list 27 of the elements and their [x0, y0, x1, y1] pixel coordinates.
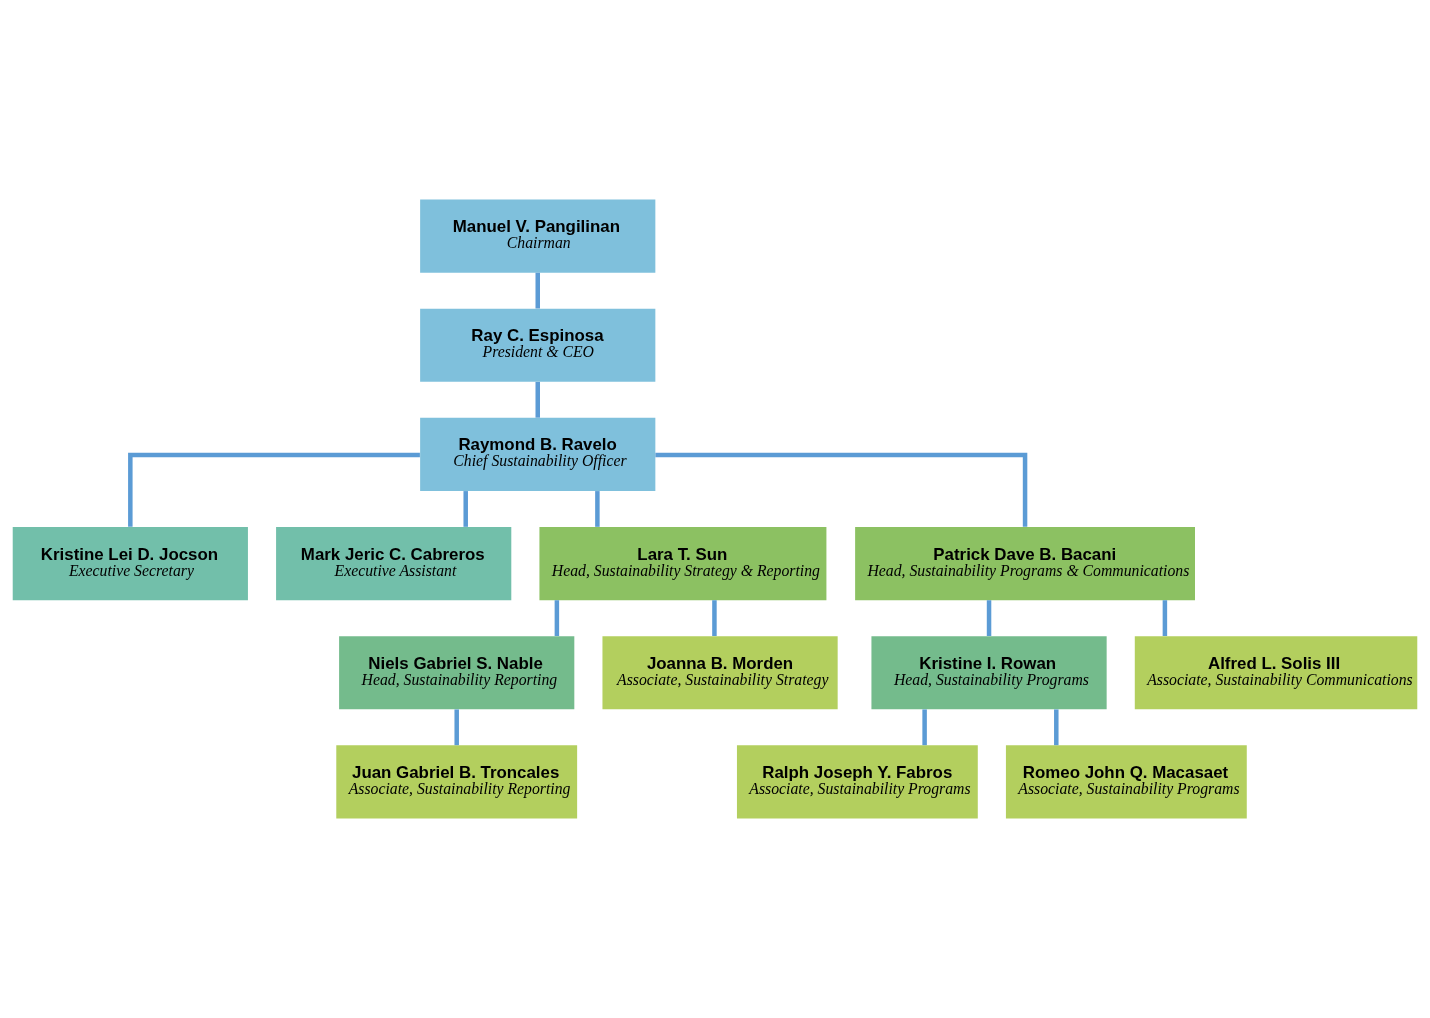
node-box: Ralph Joseph Y. Fabros Associate, Sustainability Programs: [736, 745, 978, 819]
connector: [554, 600, 560, 636]
connector: [1162, 600, 1168, 636]
connector: [655, 452, 1028, 527]
node-box: Patrick Dave B. Bacani Head, Sustainability Programs & Communications: [855, 527, 1195, 601]
connector: [535, 381, 540, 418]
connector: [1054, 709, 1059, 746]
node-box: Kristine I. Rowan Head, Sustainability Programs: [871, 636, 1107, 710]
connector: [712, 600, 717, 636]
node-box: Kristine Lei D. Jocson Executive Secretary: [12, 527, 248, 601]
connector: [595, 491, 600, 527]
node-box: Juan Gabriel B. Troncales Associate, Sustainability Reporting: [336, 745, 578, 819]
connector: [535, 272, 540, 309]
connector: [986, 600, 992, 636]
connector: [463, 491, 468, 527]
node-box: Romeo John Q. Macasaet Associate, Sustainability Programs: [1005, 745, 1247, 819]
connector: [128, 452, 420, 527]
node-box: Mark Jeric C. Cabreros Executive Assistant: [276, 527, 512, 601]
node-box: Alfred L. Solis III Associate, Sustainability Communications: [1134, 636, 1418, 710]
node-box: Joanna B. Morden Associate, Sustainability Strategy: [602, 636, 838, 710]
node-box: Raymond B. Ravelo Chief Sustainability Officer: [420, 417, 656, 491]
node-box: Niels Gabriel S. Nable Head, Sustainability Reporting: [339, 636, 575, 710]
node-box: Ray C. Espinosa President & CEO: [420, 308, 656, 382]
node-box: Lara T. Sun Head, Sustainability Strategy & Reporting: [539, 527, 827, 601]
connector: [454, 709, 459, 746]
connector: [922, 709, 927, 746]
node-box: Manuel V. Pangilinan Chairman: [420, 199, 656, 273]
